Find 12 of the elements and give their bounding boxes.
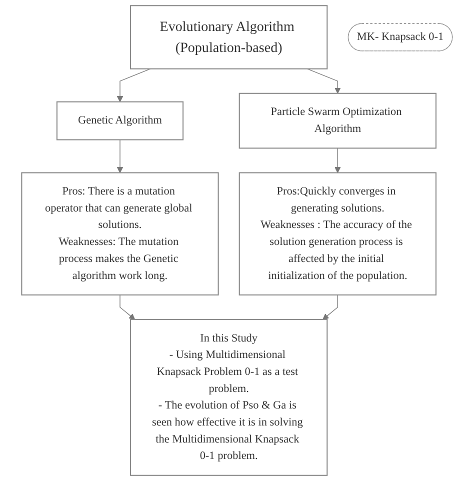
arrow: [116, 68, 151, 102]
node-box: In this Study - Using Multidimensional Knapsack Problem 0-1 as a test problem. - The evolution of Pso & Ga is seen how effective it is in solving the Multidimensional Knapsack 0-1 problem.: [130, 318, 328, 476]
arrow: [306, 68, 341, 94]
node-box: Evolutionary Algorithm (Population-based): [130, 5, 328, 70]
node-box: Genetic Algorithm: [56, 101, 184, 140]
node-box: Pros: There is a mutation operator that can generate global solutions. Weaknesses: The mutation process makes the Genetic algorithm work long.: [21, 172, 219, 296]
arrow: [322, 294, 338, 320]
node-box: Particle Swarm Optimization Algorithm: [238, 92, 436, 149]
arrow: [120, 294, 136, 320]
arrow: [334, 148, 341, 174]
node-box: Pros:Quickly converges in generating solutions. Weaknesses : The accuracy of the solution generation process is affected by the initial initialization of the population.: [238, 172, 436, 296]
arrow: [116, 139, 124, 174]
